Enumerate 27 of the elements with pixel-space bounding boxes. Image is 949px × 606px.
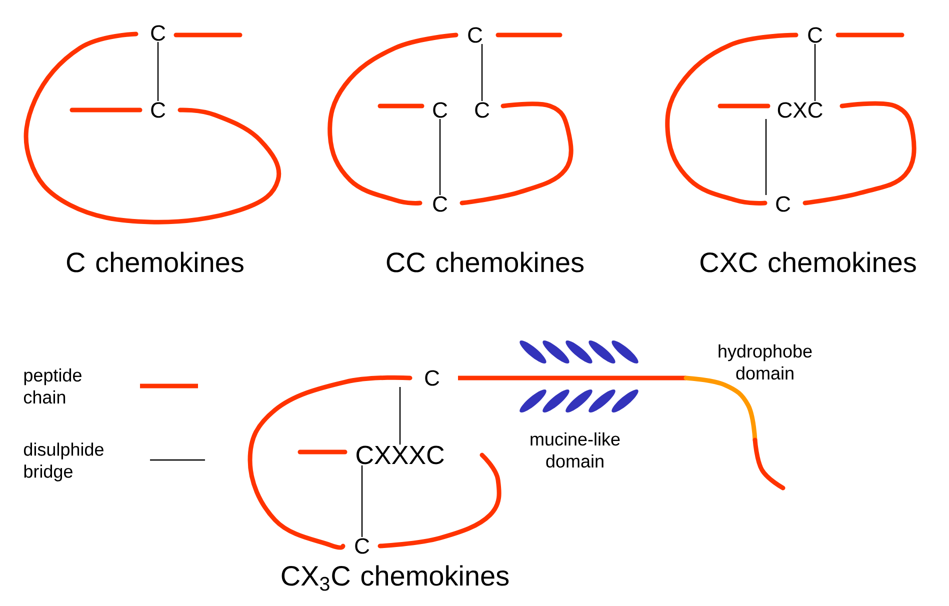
caption-text: CXC chemokines bbox=[700, 252, 916, 272]
residue-label: C bbox=[151, 25, 166, 41]
residue-label: C bbox=[151, 102, 166, 118]
bridge-line bbox=[157, 42, 159, 102]
residue-label: C bbox=[808, 27, 822, 43]
bridge-line bbox=[361, 465, 363, 538]
caption-text: hydrophobe domain bbox=[718, 344, 812, 380]
legend-text: disulphide bridge bbox=[24, 442, 104, 482]
caption-text: mucine-like domain bbox=[530, 432, 620, 468]
caption-text: C chemokines bbox=[66, 252, 244, 272]
bridge-line bbox=[439, 119, 441, 196]
residue-label: C bbox=[433, 196, 448, 212]
residue-label: C bbox=[468, 27, 482, 43]
residue-label: C bbox=[425, 370, 440, 386]
residue-label: C bbox=[355, 538, 370, 554]
caption-text: CC chemokines bbox=[386, 252, 584, 272]
residue-label: C bbox=[475, 102, 490, 118]
residue-label: CXXXC bbox=[356, 446, 444, 464]
bridge-line bbox=[814, 44, 816, 102]
legend-text: peptide chain bbox=[24, 368, 82, 404]
residue-label: CXC bbox=[778, 102, 822, 118]
bridge-line bbox=[765, 119, 767, 196]
caption-text: CX$_{3}$C chemokines bbox=[282, 565, 509, 591]
bridge-line bbox=[481, 44, 483, 102]
residue-label: C bbox=[433, 102, 448, 118]
residue-label: C bbox=[776, 196, 790, 212]
bridge-line bbox=[399, 387, 401, 445]
